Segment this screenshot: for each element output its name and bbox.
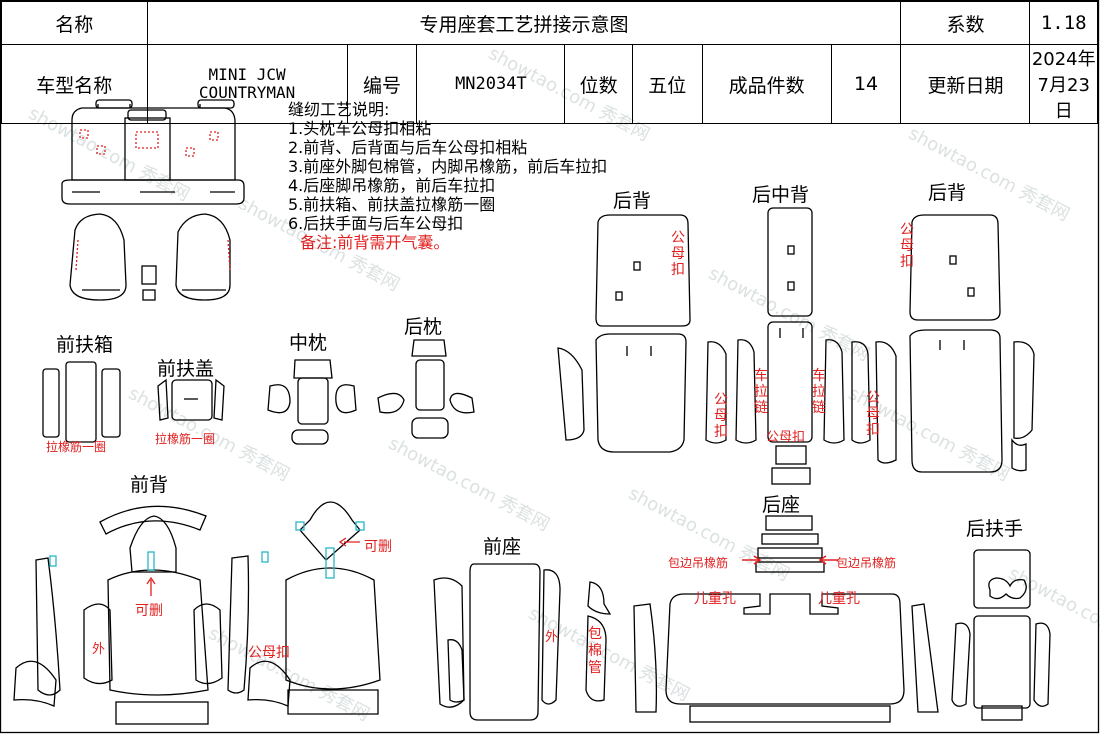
label-rear-mid-back: 后中背: [752, 184, 810, 206]
notes-title: 缝纫工艺说明:: [288, 100, 390, 119]
rear-seat-arrows: [742, 555, 838, 565]
rear-armrest-pieces: [951, 549, 1051, 721]
annot-outer-front-back: 外: [92, 642, 106, 657]
seats-value: 五位: [631, 44, 703, 124]
annot-snap-front-back: 公母扣: [248, 645, 290, 661]
mid-pillow-pieces: [267, 359, 357, 445]
annot-child-hole-right: 儿童孔: [818, 591, 860, 607]
code-label: 编号: [346, 44, 418, 124]
annot-zipper-left: 车拉链: [754, 368, 768, 416]
front-back-mid-markers: [295, 521, 365, 579]
label-rear-back-left: 后背: [613, 190, 652, 212]
sewing-notes: 缝纫工艺说明: 1.头枕车公母扣相粘 2.前背、后背面与后车公母扣相粘 3.前座…: [288, 100, 607, 252]
note-line-4: 4.后座脚吊橡筋，前后车拉扣: [288, 176, 496, 195]
annot-snap-rear-left: 公母扣: [671, 230, 685, 278]
annot-elastic-box: 拉橡筋一圈: [46, 440, 107, 454]
annot-edge-elastic-right: 包边吊橡筋: [836, 556, 897, 570]
label-rear-pillow: 后枕: [404, 316, 443, 338]
front-box-pieces: [42, 361, 121, 443]
annot-snap-rear-right: 公母扣: [900, 222, 914, 270]
annot-edge-elastic-left: 包边吊橡筋: [668, 556, 729, 570]
page-title: 专用座套工艺拼接示意图: [146, 1, 902, 45]
label-rear-back-right: 后背: [928, 182, 967, 204]
front-back-markers: [49, 551, 269, 571]
rear-mid-back-pieces: [735, 207, 845, 485]
note-line-3: 3.前座外脚包棉管，内脚吊橡筋，前后车拉扣: [288, 157, 608, 176]
pieces-label: 成品件数: [701, 44, 832, 124]
label-front-back: 前背: [130, 474, 169, 496]
annot-zipper-right: 车拉链: [812, 368, 826, 416]
rear-seat-pieces: [633, 515, 939, 723]
label-front-lid: 前扶盖: [157, 358, 215, 380]
seat-overview: [61, 99, 245, 301]
rear-back-left-pieces: [557, 214, 727, 453]
annot-deletable-front: 可删: [135, 603, 163, 619]
note-line-6: 6.后扶手面与后车公母扣: [288, 214, 464, 233]
rear-pillow-pieces: [377, 339, 475, 439]
notes-remark: 备注:前背需开气囊。: [300, 233, 450, 252]
annot-deletable-mid: 可删: [364, 539, 392, 555]
label-rear-armrest: 后扶手: [966, 518, 1024, 540]
code-value: MN2034T: [416, 44, 566, 124]
annot-cotton-tube: 包棉管: [588, 626, 602, 676]
note-line-2: 2.前背、后背面与后车公母扣相粘: [288, 138, 528, 157]
note-line-5: 5.前扶箱、前扶盖拉橡筋一圈: [288, 195, 496, 214]
front-seat-pieces: [433, 563, 612, 721]
label-front-seat: 前座: [483, 536, 522, 558]
annot-snap-side-right: 公母扣: [866, 390, 880, 438]
front-lid-pieces: [157, 378, 225, 421]
annot-snap-mid: 公母扣: [766, 430, 806, 445]
annot-outer-front-seat: 外: [545, 630, 559, 645]
date-value: 2024年7月23日: [1029, 44, 1098, 124]
front-back-mid-pieces: [285, 501, 381, 715]
coef-value: 1.18: [1029, 1, 1098, 45]
annot-elastic-lid: 拉橡筋一圈: [155, 432, 216, 446]
label-rear-seat: 后座: [762, 494, 801, 516]
label-front-box: 前扶箱: [56, 334, 114, 356]
seat-overview-markers: [75, 129, 231, 271]
note-line-1: 1.头枕车公母扣相粘: [288, 119, 432, 138]
name-label: 名称: [1, 1, 148, 45]
annot-child-hole-left: 儿童孔: [694, 591, 736, 607]
seats-label: 位数: [564, 44, 633, 124]
rear-back-right-pieces: [851, 214, 1035, 473]
date-label: 更新日期: [900, 44, 1031, 124]
front-back-arrow: [146, 576, 156, 596]
label-mid-pillow: 中枕: [289, 332, 328, 354]
annot-snap-side-left: 公母扣: [714, 392, 728, 440]
